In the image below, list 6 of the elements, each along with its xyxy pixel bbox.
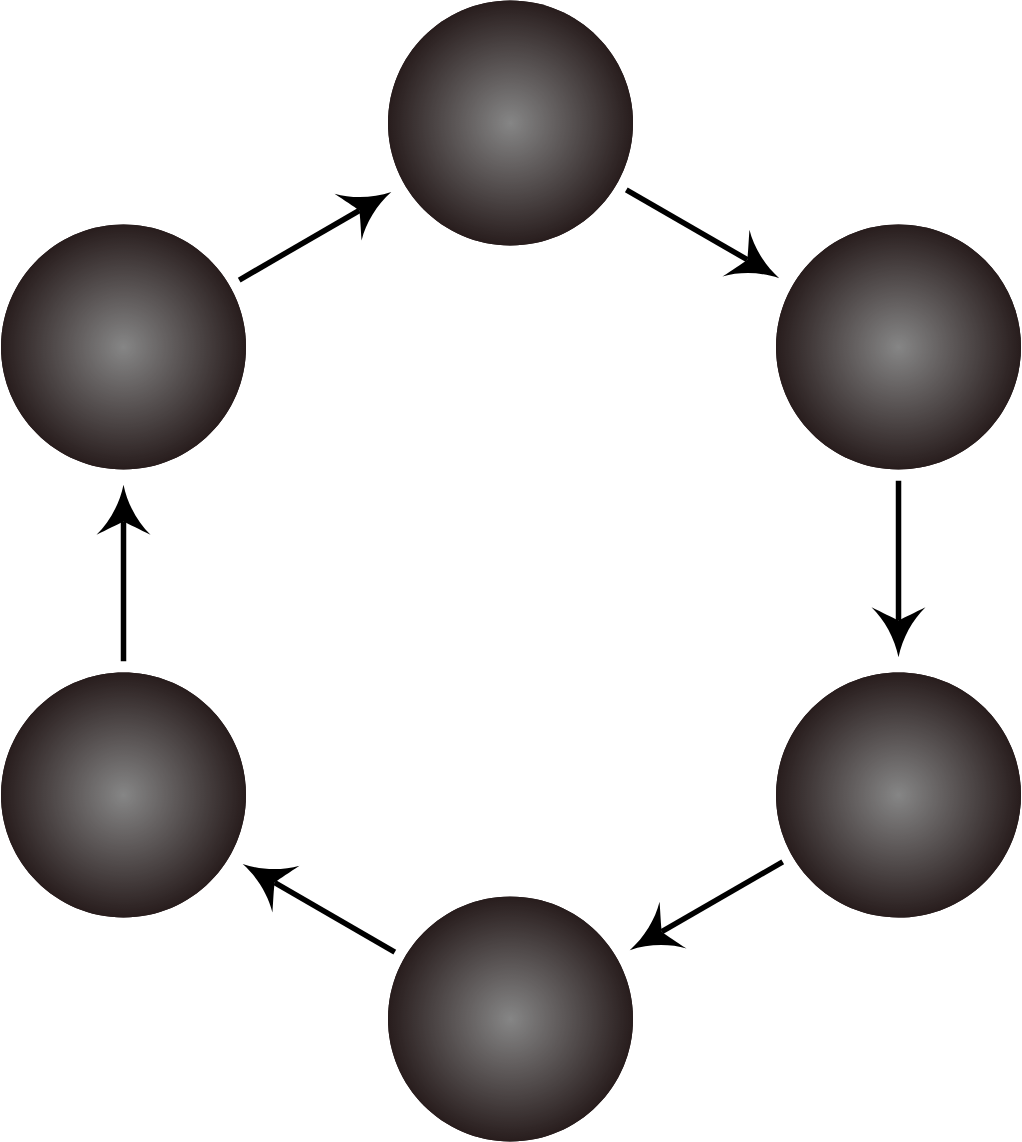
arrow [629, 859, 785, 951]
arrow [242, 863, 397, 955]
arrow [871, 480, 926, 658]
arrow [237, 191, 392, 283]
arrow [96, 484, 151, 662]
arrow [624, 187, 780, 279]
